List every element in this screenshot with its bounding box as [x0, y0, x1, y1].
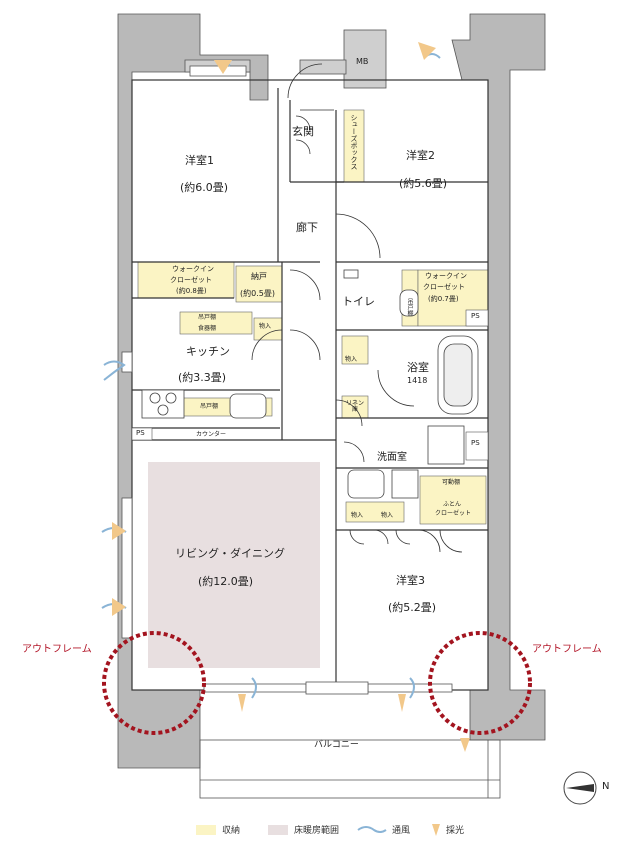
room-western3-name: 洋室3 — [396, 574, 425, 587]
shoes-box-label: シューズボックス — [350, 114, 358, 170]
legend-swatches — [196, 824, 440, 836]
monoire-wash1-label: 物入 — [351, 512, 364, 519]
daylight-markers — [112, 42, 470, 752]
compass-icon — [563, 771, 597, 805]
wic1-size: (約0.8畳) — [176, 287, 207, 295]
futon-line2: クローゼット — [435, 510, 472, 517]
linen-label: リネン庫 — [345, 400, 364, 413]
room-hallway: 廊下 — [296, 221, 318, 234]
ps-label-washroom: PS — [471, 439, 480, 447]
room-bath-size: 1418 — [407, 376, 428, 385]
outframe-circles — [102, 631, 532, 735]
room-western2-size: (約5.6畳) — [399, 177, 448, 190]
room-western1-name: 洋室1 — [185, 154, 214, 167]
outframe-label-right: アウトフレーム — [532, 644, 602, 655]
wic2-line1: ウォークイン — [425, 272, 467, 280]
monoire-hall-label: 物入 — [345, 356, 358, 363]
wic2-size: (約0.7畳) — [428, 295, 459, 303]
ps-boxes — [131, 309, 489, 461]
counter-label: カウンター — [196, 431, 227, 438]
wic1-line2: クローゼット — [170, 276, 212, 284]
room-washroom: 洗面室 — [377, 452, 407, 463]
nando-size: (約0.5畳) — [240, 289, 275, 298]
room-kitchen-size: (約3.3畳) — [178, 371, 227, 384]
nando-name: 納戸 — [251, 272, 267, 281]
room-western1-size: (約6.0畳) — [180, 181, 229, 194]
ps-label-western2: PS — [471, 312, 480, 320]
balcony-outline — [199, 739, 501, 799]
room-toilet: トイレ — [342, 295, 375, 308]
monoire-kitchen-label: 物入 — [259, 323, 272, 330]
shokkidana-label: 食器棚 — [198, 325, 217, 332]
room-entrance: 玄関 — [292, 125, 314, 138]
outframe-label-left: アウトフレーム — [22, 644, 92, 655]
fixtures — [141, 269, 479, 499]
room-bath-name: 浴室 — [407, 361, 429, 374]
wic1-line1: ウォークイン — [172, 265, 214, 273]
tsurito-kitchen-label: 吊戸棚 — [200, 403, 219, 410]
legend-floor-heating: 床暖房範囲 — [294, 826, 340, 836]
room-kitchen-name: キッチン — [186, 345, 230, 358]
room-living-name: リビング・ダイニング — [175, 547, 285, 560]
room-balcony: バルコニー — [314, 740, 359, 750]
legend-daylight: 採光 — [446, 826, 465, 836]
door-swings — [251, 63, 463, 553]
legend-storage: 収納 — [222, 826, 241, 836]
legend-ventilation: 通風 — [392, 826, 411, 836]
room-living-size: (約12.0畳) — [198, 575, 254, 588]
room-western2-name: 洋室2 — [406, 149, 435, 162]
mb-label: MB — [356, 57, 369, 66]
ps-label-kitchen: PS — [136, 429, 145, 437]
kadoudana-label: 可動棚 — [442, 479, 461, 486]
tsurito-top-label: 吊戸棚 — [198, 314, 217, 321]
floor-heating-area — [148, 462, 320, 668]
wic2-line2: クローゼット — [423, 283, 465, 291]
monoire-wash2-label: 物入 — [381, 512, 394, 519]
room-western3-size: (約5.2畳) — [388, 601, 437, 614]
compass-north-label: N — [602, 781, 610, 792]
tsurito-toilet-label: 吊戸棚 — [406, 298, 413, 316]
futon-line1: ふとん — [443, 501, 462, 508]
